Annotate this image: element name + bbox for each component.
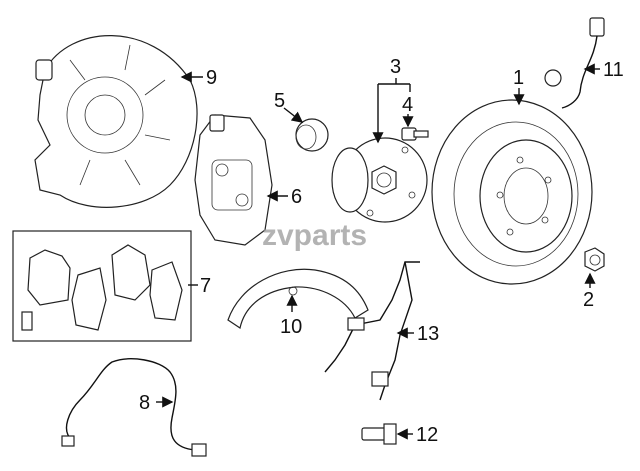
callout-3-label: 3 (390, 56, 401, 78)
callout-6-label: 6 (291, 186, 302, 208)
brake-rotor-part (431, 99, 593, 285)
callout-4-label: 4 (402, 94, 413, 116)
callout-6: 6 (266, 186, 302, 208)
speed-sensor-part (361, 423, 397, 445)
callout-9-label: 9 (206, 67, 217, 89)
callout-2-label: 2 (583, 289, 594, 311)
hub-bolt-part (401, 127, 429, 141)
watermark-text: zvparts (262, 219, 367, 252)
callout-12-label: 12 (416, 424, 438, 446)
callout-7: 7 (188, 275, 211, 297)
hub-cap-part (295, 118, 329, 152)
lug-nut-part (584, 247, 605, 272)
callout-12: 12 (396, 424, 438, 446)
callout-5-label: 5 (274, 90, 285, 112)
abs-harness-part (324, 261, 420, 401)
hub-bearing-part (331, 137, 428, 223)
brake-caliper-part (194, 114, 273, 246)
wear-sensor-part (544, 17, 605, 109)
callout-10-label: 10 (280, 316, 302, 338)
brake-pads-group (12, 230, 192, 342)
callout-11: 11 (583, 59, 624, 81)
callout-10: 10 (280, 294, 302, 338)
callout-8-label: 8 (139, 392, 150, 414)
wire-harness-part (61, 358, 207, 457)
callout-13-label: 13 (417, 323, 439, 345)
callout-13: 13 (396, 323, 439, 345)
callout-9: 9 (180, 67, 217, 89)
dust-shield-part (34, 35, 198, 208)
callout-7-label: 7 (200, 275, 211, 297)
callout-3: 3 (372, 56, 411, 144)
callout-1-label: 1 (513, 67, 524, 89)
callout-8: 8 (139, 392, 174, 414)
callout-11-label: 11 (603, 59, 624, 81)
callout-4: 4 (402, 94, 414, 128)
callout-2: 2 (583, 272, 596, 311)
callout-1: 1 (513, 67, 525, 106)
callout-5: 5 (274, 90, 304, 123)
